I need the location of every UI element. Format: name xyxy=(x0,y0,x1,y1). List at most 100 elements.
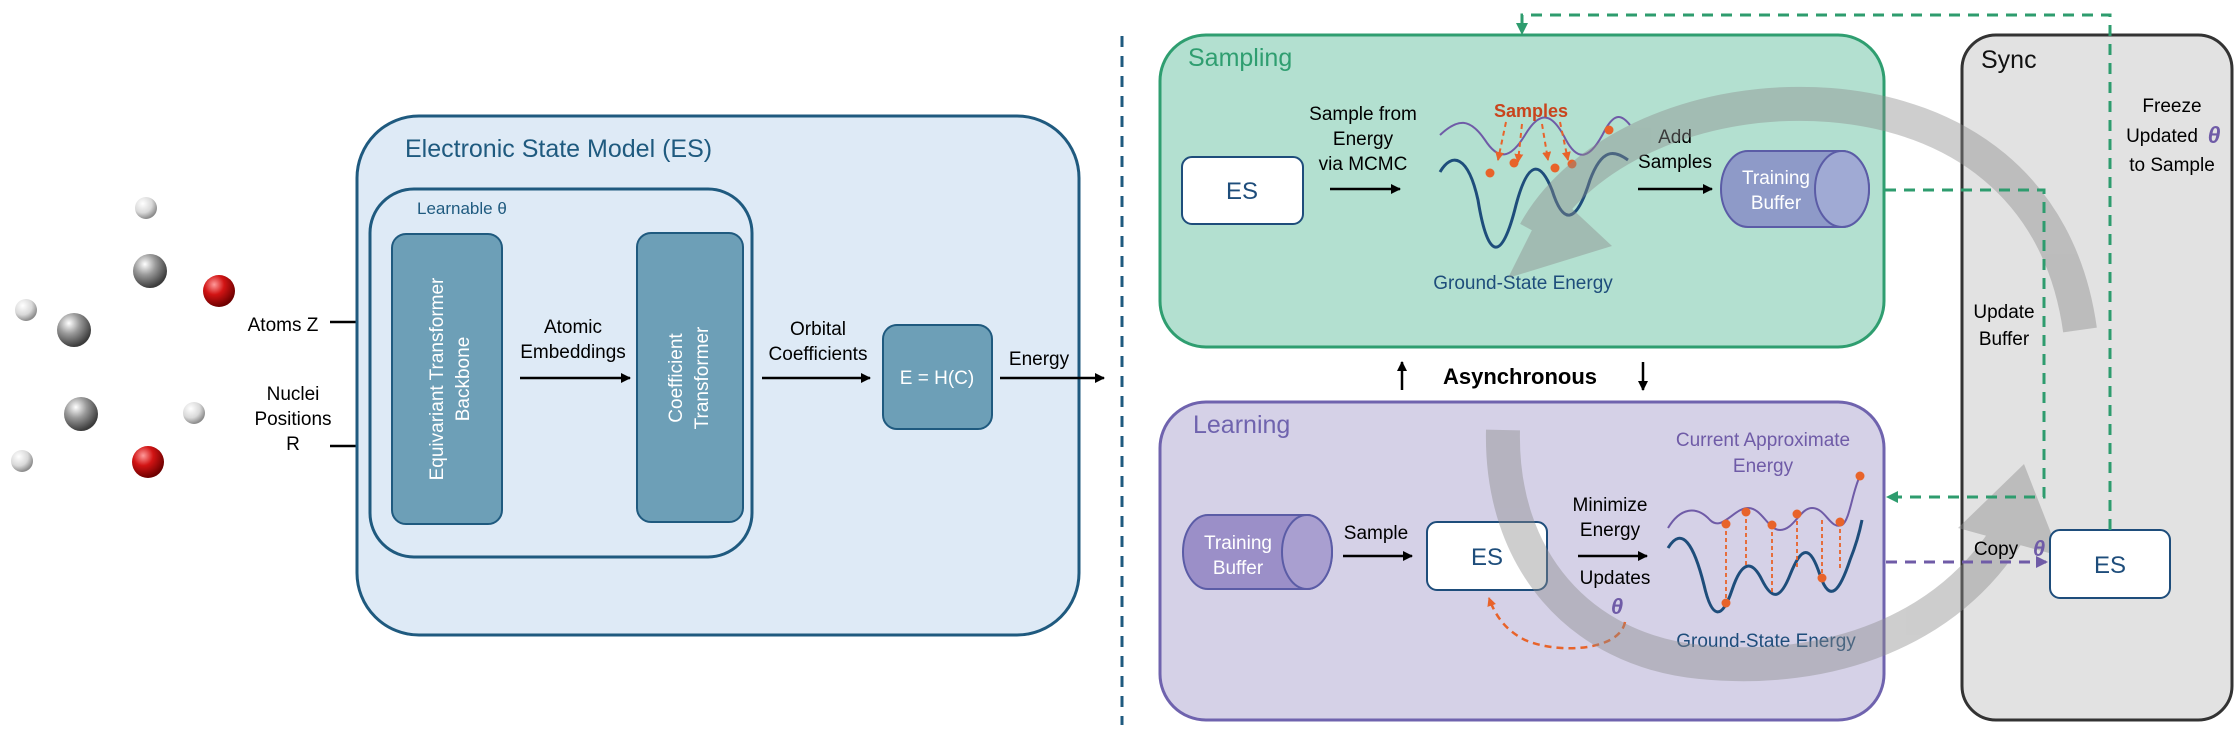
oxygen-atom xyxy=(132,446,164,478)
sampling-es-label: ES xyxy=(1226,178,1258,205)
cycle-arc-upper xyxy=(1520,86,2097,333)
sample-point xyxy=(1835,517,1845,527)
mcmc-label-line1: Sample from xyxy=(1309,104,1417,125)
sync-title: Sync xyxy=(1981,46,2037,74)
current-approx-line1: Current Approximate xyxy=(1676,430,1850,451)
minimize-line1: Minimize xyxy=(1573,495,1648,516)
sampling-ground-state-label: Ground-State Energy xyxy=(1433,273,1613,294)
sample-point xyxy=(1792,509,1802,519)
sample-label: Sample xyxy=(1344,523,1408,544)
molecule xyxy=(11,197,235,478)
mcmc-label-line2: Energy xyxy=(1333,129,1394,150)
learning-title: Learning xyxy=(1193,411,1290,439)
freeze-theta-connector xyxy=(1516,13,2112,530)
add-samples-line2: Samples xyxy=(1638,152,1712,173)
sample-point xyxy=(1767,520,1777,530)
hydrogen-atom xyxy=(135,197,157,219)
sample-point xyxy=(1817,573,1827,583)
sampling-ground-curve xyxy=(1438,152,1629,249)
freeze-theta: θ xyxy=(2208,122,2221,148)
backbone-label-line1: Equivariant Transformer xyxy=(427,277,448,480)
sync-es-label: ES xyxy=(2094,552,2126,579)
learning-es-block xyxy=(1426,521,1548,591)
atomic-embeddings-line1: Atomic xyxy=(544,317,602,338)
cycle-arrowhead-lower xyxy=(1958,464,2060,556)
learnable-label: Learnable θ xyxy=(417,199,507,218)
copy-label: Copy xyxy=(1974,539,2019,560)
energy-label: Energy xyxy=(1009,349,1070,370)
residual-lines xyxy=(1725,512,1841,603)
sampling-buffer-line2: Buffer xyxy=(1751,193,1802,214)
cycle-arrow xyxy=(1485,86,2097,682)
atomic-embeddings-line2: Embeddings xyxy=(520,342,626,363)
sample-points xyxy=(1485,125,1614,178)
model-title: Electronic State Model (ES) xyxy=(405,135,712,163)
sample-arrows xyxy=(1495,121,1571,163)
learning-ground-state-label: Ground-State Energy xyxy=(1676,631,1856,652)
sampling-title: Sampling xyxy=(1188,44,1292,72)
sample-point xyxy=(1550,163,1560,173)
learning-training-buffer: Training Buffer xyxy=(1182,514,1333,590)
sample-arrow xyxy=(1495,121,1507,161)
sample-arrow xyxy=(1559,121,1571,161)
oxygen-atom xyxy=(203,275,235,307)
current-approx-line2: Energy xyxy=(1733,456,1794,477)
sampling-container xyxy=(1158,33,1886,349)
orbital-coefficients-line2: Coefficients xyxy=(769,344,868,365)
backbone-block xyxy=(391,233,503,525)
sample-point xyxy=(1604,125,1614,135)
sample-point xyxy=(1485,168,1495,178)
hydrogen-atom xyxy=(11,450,33,472)
samples-label: Samples xyxy=(1494,101,1568,121)
sampling-es-block xyxy=(1181,156,1304,225)
sample-point xyxy=(1721,519,1731,529)
hamiltonian-block xyxy=(882,324,993,430)
orbital-coefficients-line1: Orbital xyxy=(790,319,846,340)
add-samples-line1: Add xyxy=(1658,127,1692,148)
learning-buffer-line1: Training xyxy=(1204,533,1272,554)
hydrogen-atom xyxy=(183,402,205,424)
minimize-line2: Energy xyxy=(1580,520,1641,541)
nuclei-label-line2: Positions xyxy=(254,409,331,430)
learning-sample-points xyxy=(1721,471,1865,608)
cycle-arc-lower xyxy=(1485,429,2025,682)
backbone-label-line2: Backbone xyxy=(453,337,474,422)
sample-point xyxy=(1567,159,1577,169)
hydrogen-atom xyxy=(15,299,37,321)
freeze-line2: Updated xyxy=(2126,126,2198,147)
updates-theta: θ xyxy=(1611,594,1623,619)
freeze-line3: to Sample xyxy=(2129,155,2215,176)
sample-point xyxy=(1741,507,1751,517)
nuclei-label-line1: Nuclei xyxy=(267,384,320,405)
electronic-state-model: Electronic State Model (ES) Learnable θ … xyxy=(355,114,1081,637)
carbon-atom xyxy=(64,397,98,431)
mcmc-label-line3: via MCMC xyxy=(1319,154,1408,175)
learning-ground-curve xyxy=(1666,519,1864,614)
updates-label: Updates xyxy=(1580,568,1651,589)
nuclei-label-line3: R xyxy=(286,434,300,455)
copy-theta: θ xyxy=(2033,536,2045,561)
atoms-label: Atoms Z xyxy=(248,315,319,336)
sample-point xyxy=(1855,471,1865,481)
update-buffer-connector xyxy=(1885,188,2046,503)
cycle-arrowhead-upper xyxy=(1508,190,1612,278)
sampling-training-buffer: Training Buffer xyxy=(1720,150,1870,228)
update-buffer-line1: Update xyxy=(1973,302,2034,323)
carbon-atom xyxy=(133,254,167,288)
asynchronous-label: Asynchronous xyxy=(1443,364,1597,389)
carbon-atom xyxy=(57,313,91,347)
learning-buffer-line2: Buffer xyxy=(1213,558,1264,579)
sample-point xyxy=(1721,598,1731,608)
update-feedback-arrow xyxy=(1487,597,1627,650)
sampling-panel: Sampling ES Sample from Energy via MCMC … xyxy=(1158,33,1886,349)
hamiltonian-label: E = H(C) xyxy=(900,368,974,389)
buffer-cylinder-cap xyxy=(1281,514,1333,590)
coefficient-block xyxy=(636,232,744,523)
coefficient-label-line1: Coefficient xyxy=(666,333,687,423)
learning-panel: Learning Training Buffer Sample ES Minim… xyxy=(1158,400,1886,722)
learning-es-label: ES xyxy=(1471,544,1503,571)
sampling-buffer-line1: Training xyxy=(1742,168,1810,189)
update-buffer-line2: Buffer xyxy=(1979,329,2030,350)
buffer-cylinder-cap xyxy=(1814,150,1870,228)
